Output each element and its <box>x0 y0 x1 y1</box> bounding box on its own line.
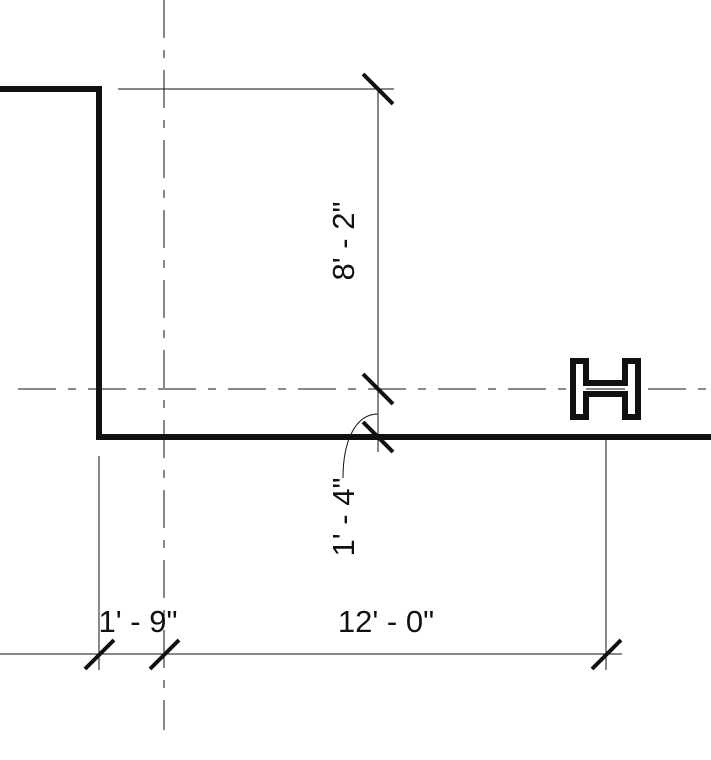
tick-mark <box>361 372 395 406</box>
tick-mark <box>361 420 395 454</box>
steel-i-beam-column-icon <box>570 358 641 420</box>
wall-outline <box>0 86 711 440</box>
tick-mark <box>361 72 395 106</box>
dimension-text-horizontal-right: 12' - 0" <box>338 604 434 639</box>
tick-mark <box>148 638 181 671</box>
tick-mark <box>590 638 623 671</box>
leader-line <box>342 413 379 479</box>
dimension-text-horizontal-left: 1' - 9" <box>99 604 178 639</box>
dimension-text-vertical-lower: 1' - 4" <box>326 478 361 557</box>
dimension-lines <box>0 88 622 670</box>
tick-marks <box>83 72 623 671</box>
dimension-text-vertical-upper: 8' - 2" <box>326 202 361 281</box>
tick-mark <box>83 638 116 671</box>
